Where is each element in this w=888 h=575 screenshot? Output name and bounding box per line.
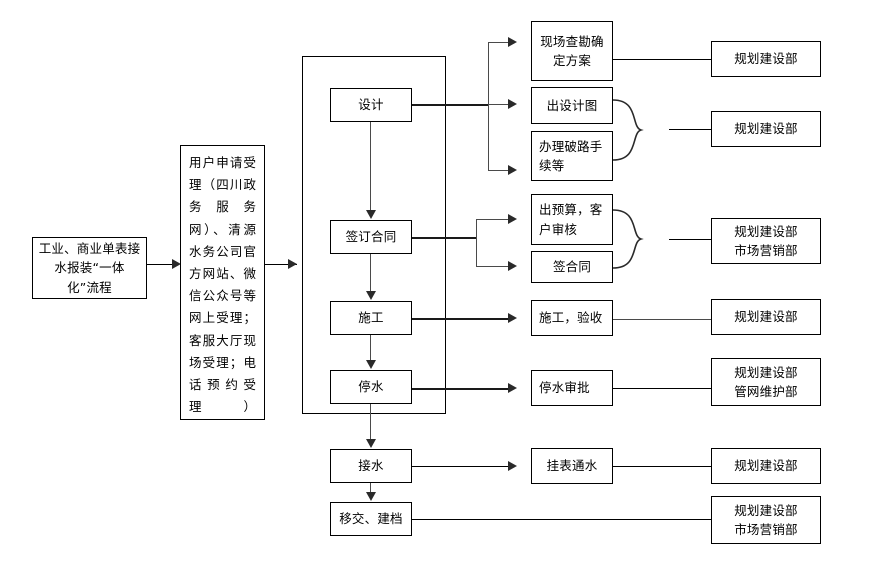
- arrow-start-apply: [172, 259, 181, 269]
- subnode-sign: 签合同: [531, 251, 613, 283]
- connector-meterwater-dept6: [613, 466, 711, 467]
- arrow-design-to-survey: [508, 37, 517, 47]
- connector-buildaccept-dept4: [613, 319, 711, 320]
- arrow-stop-connect: [366, 439, 376, 448]
- arrow-construction-branch: [508, 313, 517, 323]
- dept-box-7: 规划建设部 市场营销部: [711, 496, 821, 544]
- dept-box-4: 规划建设部: [711, 299, 821, 335]
- subnode-road-permit: 办理破路手 续等: [531, 131, 613, 181]
- dept-box-7-label: 规划建设部 市场营销部: [734, 502, 798, 537]
- subnode-road-permit-label: 办理破路手 续等: [539, 138, 603, 173]
- connector-brace-dept3: [669, 239, 711, 240]
- subnode-budget-review: 出预算，客 户审核: [531, 194, 613, 245]
- connector-design-to-road: [488, 170, 513, 171]
- connector-waterconnect-branch: [412, 466, 513, 467]
- node-sign-contract: 签订合同: [330, 220, 412, 254]
- connector-stopapproval-dept5: [613, 388, 711, 389]
- node-start-label: 工业、商业单表接水报装“一体 化”流程: [38, 240, 141, 295]
- subnode-build-accept-label: 施工，验收: [539, 310, 603, 326]
- connector-waterstop-branch: [412, 388, 513, 390]
- arrow-waterconnect-branch: [508, 461, 517, 471]
- node-design-label: 设计: [358, 97, 384, 113]
- node-construction-label: 施工: [358, 310, 384, 326]
- node-water-stop-label: 停水: [358, 379, 384, 395]
- subnode-build-accept: 施工，验收: [531, 300, 613, 336]
- connector-start-apply: [147, 264, 175, 265]
- dept-box-3-label: 规划建设部 市场营销部: [734, 223, 798, 258]
- brace-budget-sign: [613, 207, 669, 271]
- node-water-connect: 接水: [330, 449, 412, 483]
- subnode-design-drawing-label: 出设计图: [546, 97, 598, 113]
- node-start: 工业、商业单表接水报装“一体 化”流程: [32, 237, 147, 299]
- subnode-design-drawing: 出设计图: [531, 87, 613, 124]
- node-apply-label: 用户申请受理（四川政务服务网）、清源水务公司官方网站、微信公众号等网上受理；客服…: [189, 155, 256, 415]
- node-design: 设计: [330, 88, 412, 122]
- subnode-stop-approval: 停水审批: [531, 370, 613, 406]
- brace-drawing-road: [613, 97, 669, 163]
- dept-box-3: 规划建设部 市场营销部: [711, 218, 821, 264]
- arrow-design-to-road: [508, 165, 517, 175]
- dept-box-5-label: 规划建设部 管网维护部: [734, 364, 798, 399]
- arrow-apply-container: [288, 259, 297, 269]
- connector-stop-connect: [370, 404, 371, 440]
- node-handover: 移交、建档: [330, 502, 412, 536]
- connector-design-branch-stem: [412, 104, 488, 106]
- dept-box-5: 规划建设部 管网维护部: [711, 358, 821, 406]
- dept-box-6: 规划建设部: [711, 448, 821, 484]
- connector-connect-handover: [370, 483, 371, 493]
- arrow-sign-construction: [366, 291, 376, 300]
- node-water-stop: 停水: [330, 370, 412, 404]
- connector-design-to-drawing: [488, 104, 513, 105]
- connector-apply-container: [265, 264, 297, 265]
- connector-handover-dept7: [412, 519, 711, 520]
- connector-sign-construction: [370, 254, 371, 292]
- arrow-design-to-drawing: [508, 99, 517, 109]
- dept-box-6-label: 规划建设部: [734, 458, 798, 474]
- connector-construction-stop: [370, 335, 371, 361]
- dept-box-2-label: 规划建设部: [734, 121, 798, 137]
- connector-design-to-survey: [488, 42, 513, 43]
- arrow-connect-handover: [366, 492, 376, 501]
- arrow-design-sign: [366, 210, 376, 219]
- connector-design-branch-bus: [488, 42, 489, 170]
- subnode-budget-review-label: 出预算，客 户审核: [539, 202, 603, 237]
- process-group-container: [302, 56, 446, 414]
- connector-survey-dept1: [613, 59, 711, 60]
- connector-design-sign: [370, 122, 371, 211]
- node-sign-contract-label: 签订合同: [345, 229, 397, 245]
- arrow-construction-stop: [366, 360, 376, 369]
- dept-box-2: 规划建设部: [711, 111, 821, 147]
- subnode-meter-water: 挂表通水: [531, 448, 613, 484]
- dept-box-1-label: 规划建设部: [734, 51, 798, 67]
- connector-brace-dept2: [669, 129, 711, 130]
- node-water-connect-label: 接水: [358, 458, 384, 474]
- arrow-sign-to-signcontract: [508, 261, 517, 271]
- subnode-site-survey-label: 现场查勘确 定方案: [540, 33, 604, 68]
- subnode-site-survey: 现场查勘确 定方案: [531, 21, 613, 81]
- arrow-waterstop-branch: [508, 383, 517, 393]
- subnode-stop-approval-label: 停水审批: [539, 380, 590, 396]
- dept-box-4-label: 规划建设部: [734, 309, 798, 325]
- node-apply: 用户申请受理（四川政务服务网）、清源水务公司官方网站、微信公众号等网上受理；客服…: [180, 145, 265, 420]
- subnode-meter-water-label: 挂表通水: [546, 458, 598, 474]
- connector-sign-to-budget: [476, 219, 513, 220]
- arrow-sign-to-budget: [508, 214, 517, 224]
- connector-sign-branch-bus: [476, 219, 477, 267]
- dept-box-1: 规划建设部: [711, 41, 821, 77]
- connector-construction-branch: [412, 318, 513, 320]
- node-construction: 施工: [330, 301, 412, 335]
- connector-sign-to-signcontract: [476, 266, 513, 267]
- subnode-sign-label: 签合同: [552, 259, 592, 275]
- connector-sign-branch-stem: [412, 237, 476, 239]
- node-handover-label: 移交、建档: [339, 511, 403, 527]
